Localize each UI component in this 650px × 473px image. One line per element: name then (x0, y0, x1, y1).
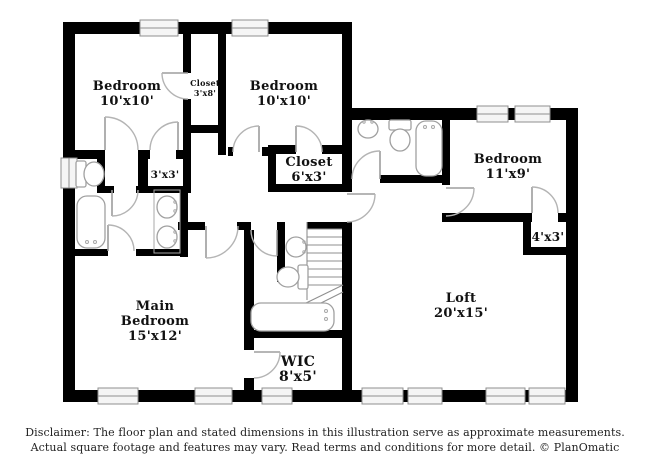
window (231, 19, 269, 37)
window (97, 387, 139, 405)
wic-dims: 8'x5' (279, 369, 317, 385)
closet-3x3-dims: 3'x3' (151, 169, 180, 181)
wic-label: WIC (280, 354, 315, 370)
bedroom-top-middle-label: Bedroom (250, 79, 318, 94)
toilet-fixture (75, 160, 105, 188)
door-main-bath-inner (107, 224, 135, 252)
door-wic (253, 351, 281, 379)
double-sink-fixture (153, 189, 181, 254)
door-bedroom-right (445, 187, 475, 217)
loft-label: Loft (446, 291, 477, 306)
window (514, 105, 551, 123)
sink-fixture (357, 119, 379, 139)
window (407, 387, 443, 405)
bedroom-top-middle-dims: 10'x10' (257, 94, 311, 109)
disclaimer: Disclaimer: The floor plan and stated di… (25, 426, 625, 454)
door-loft (346, 193, 376, 223)
door-closet-top (161, 72, 189, 100)
closet-top-dims: 3'x8' (194, 88, 216, 98)
door-main-bedroom (205, 225, 239, 259)
doors (104, 72, 559, 379)
door-closet-hall (295, 125, 323, 153)
door-bath2 (351, 150, 381, 180)
window (476, 105, 509, 123)
door-bath3 (250, 229, 278, 257)
window (60, 157, 78, 189)
window (528, 387, 566, 405)
room-labels: Bedroom 10'x10' Closet 3'x8' Bedroom 10'… (93, 78, 565, 385)
bathtub-fixture (76, 195, 106, 249)
fixtures (75, 119, 443, 332)
bedroom-top-left-label: Bedroom (93, 79, 161, 94)
bedroom-top-left-dims: 10'x10' (100, 94, 154, 109)
closet-4x3-dims: 4'x3' (532, 230, 565, 244)
windows (60, 19, 566, 405)
stairs (303, 222, 344, 310)
bedroom-right-dims: 11'x9' (486, 167, 531, 182)
closet-top-label: Closet (190, 78, 220, 88)
bedroom-right-label: Bedroom (474, 152, 542, 167)
main-bedroom-label-2: Bedroom (121, 314, 189, 329)
door-closet-3x3 (149, 121, 179, 151)
door-main-bath (111, 189, 139, 217)
window (361, 387, 404, 405)
main-bedroom-label-1: Main (136, 299, 175, 314)
window (194, 387, 233, 405)
door-closet-4x3 (531, 186, 559, 214)
disclaimer-line-1: Disclaimer: The floor plan and stated di… (25, 426, 625, 439)
window (485, 387, 526, 405)
disclaimer-line-2: Actual square footage and features may v… (30, 441, 620, 454)
closet-hall-label: Closet (285, 155, 332, 170)
door-bedroom-top-middle (232, 125, 260, 153)
window (261, 387, 293, 405)
loft-dims: 20'x15' (434, 306, 488, 321)
window (139, 19, 179, 37)
closet-hall-dims: 6'x3' (291, 170, 326, 185)
door-bedroom-top-left (104, 116, 139, 151)
toilet-fixture (276, 264, 309, 290)
toilet-fixture (388, 119, 412, 152)
bathtub-fixture (415, 120, 443, 177)
main-bedroom-dims: 15'x12' (128, 329, 182, 344)
sink-fixture (285, 236, 307, 258)
bathtub-fixture (250, 302, 335, 332)
walls (63, 22, 578, 402)
